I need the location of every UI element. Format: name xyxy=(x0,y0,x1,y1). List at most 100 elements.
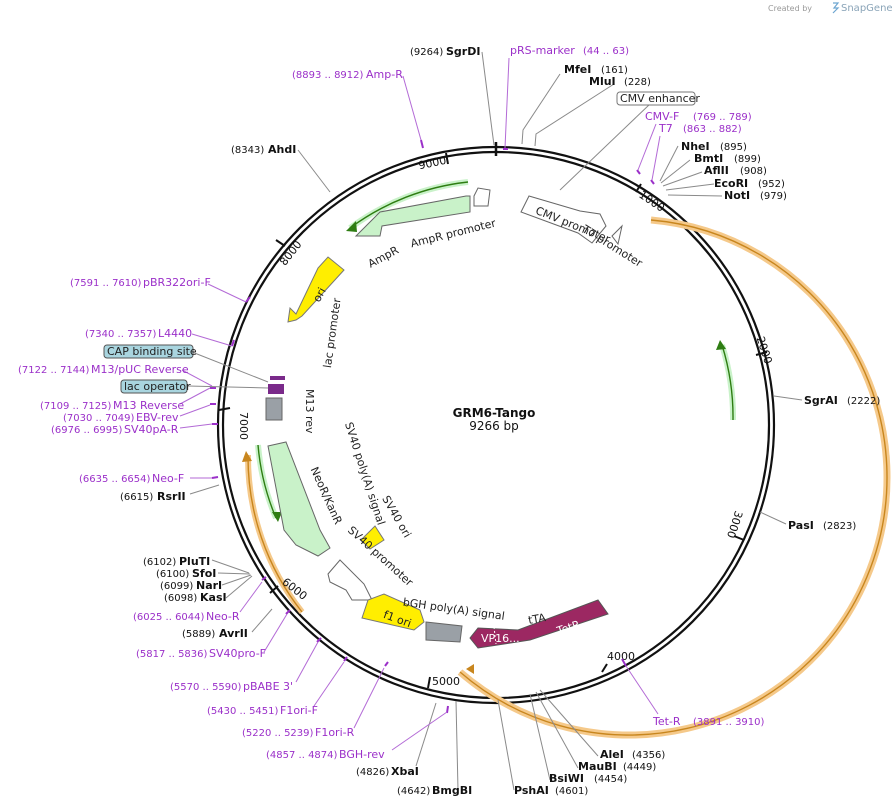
m13-rev-feature[interactable] xyxy=(268,384,284,394)
primer-pos-pbabe: (5570 .. 5590) xyxy=(170,682,242,693)
leader-pshai xyxy=(497,699,515,791)
primer-tet-r[interactable]: Tet-R xyxy=(652,715,681,728)
site-ecori[interactable]: EcoRI xyxy=(714,177,748,190)
site-rsrii[interactable]: RsrII xyxy=(157,490,186,503)
t7-promoter-arrow[interactable] xyxy=(611,224,623,246)
primer-pos-sv40pa-r: (6976 .. 6995) xyxy=(51,425,123,436)
primer-pos-neo-r: (6025 .. 6044) xyxy=(133,612,205,623)
site-pos-bmti: (899) xyxy=(734,154,761,165)
sv40-polya-feature[interactable] xyxy=(265,397,283,421)
site-nari[interactable]: NarI xyxy=(196,579,222,592)
site-nhei[interactable]: NheI xyxy=(681,140,710,153)
leader-f1ori-r xyxy=(353,667,385,729)
primer-pbr322[interactable]: pBR322ori-F xyxy=(143,276,211,289)
primer-amp-r[interactable]: Amp-R xyxy=(366,68,403,81)
neor-feature[interactable] xyxy=(267,441,331,557)
primer-cmv-f[interactable]: CMV-F xyxy=(645,110,679,123)
credit-brand: SnapGene xyxy=(841,3,893,14)
tetr-feature[interactable] xyxy=(469,599,609,649)
primer-t7[interactable]: T7 xyxy=(658,122,673,135)
primer-pos-prs-marker: (44 .. 63) xyxy=(583,46,629,57)
primer-m13-puc[interactable]: M13/pUC Reverse xyxy=(91,363,189,376)
sv40-promoter-feature[interactable] xyxy=(327,559,373,601)
site-mlui[interactable]: MluI xyxy=(589,75,616,88)
leader-kasi xyxy=(225,575,253,599)
primer-prs-marker[interactable]: pRS-marker xyxy=(510,44,575,57)
leader-cmv-enhancer xyxy=(559,103,651,191)
cmv-enhancer-box[interactable] xyxy=(616,91,696,106)
site-pos-noti: (979) xyxy=(760,191,787,202)
vp16-label: VP16... xyxy=(481,632,520,645)
leader-t7 xyxy=(651,135,661,181)
site-sfoi[interactable]: SfoI xyxy=(192,567,216,580)
site-xbai[interactable]: XbaI xyxy=(391,765,419,778)
site-pasi[interactable]: PasI xyxy=(788,519,814,532)
leader-alei xyxy=(539,689,599,757)
site-pshai[interactable]: PshAI xyxy=(514,784,549,797)
primer-neo-r[interactable]: Neo-R xyxy=(206,610,240,623)
plasmid-name: GRM6-Tango xyxy=(453,406,536,420)
site-mfei[interactable]: MfeI xyxy=(564,63,591,76)
primer-mark-pbabe xyxy=(316,637,322,643)
cap-binding-box[interactable] xyxy=(103,344,194,359)
site-pluti[interactable]: PluTI xyxy=(179,555,210,568)
lac-operator-box[interactable] xyxy=(120,379,188,394)
cmv-promoter-arrow[interactable] xyxy=(520,195,607,244)
leader-neo-r xyxy=(239,581,263,613)
orf-small-green xyxy=(719,344,737,421)
primer-m13-reverse[interactable]: M13 Reverse xyxy=(113,399,184,412)
primer-f1ori-r[interactable]: F1ori-R xyxy=(315,726,355,739)
leader-pbr322 xyxy=(207,283,247,303)
leader-bmgbi xyxy=(455,700,459,791)
lac-promoter-label: lac promoter xyxy=(321,297,344,369)
cap-binding-label: CAP binding site xyxy=(107,345,197,358)
primer-ebv-rev[interactable]: EBV-rev xyxy=(136,411,179,424)
tick-label-2000: 2000 xyxy=(754,335,775,366)
site-maubi[interactable]: MauBI xyxy=(578,760,617,773)
primer-sv40pro-f[interactable]: SV40pro-F xyxy=(209,647,266,660)
primer-neo-f[interactable]: Neo-F xyxy=(152,472,184,485)
site-sgrdi[interactable]: SgrDI xyxy=(446,45,480,58)
leader-m13-puc xyxy=(181,369,213,387)
leader-l4440 xyxy=(191,333,233,347)
primer-f1ori-f[interactable]: F1ori-F xyxy=(280,704,318,717)
cmv-enhancer-label: CMV enhancer xyxy=(620,92,700,105)
bgh-polya-feature[interactable] xyxy=(425,621,463,643)
site-pos-ecori: (952) xyxy=(758,179,785,190)
primer-pbabe[interactable]: pBABE 3' xyxy=(243,680,293,693)
site-sgrai[interactable]: SgrAI xyxy=(804,394,838,407)
primer-bgh-rev[interactable]: BGH-rev xyxy=(339,748,385,761)
tick-6000 xyxy=(269,585,279,594)
leader-amp-r xyxy=(402,75,422,141)
ampr-label: AmpR xyxy=(366,243,401,270)
site-ahdi[interactable]: AhdI xyxy=(268,143,296,156)
primer-sv40pa-r[interactable]: SV40pA-R xyxy=(124,423,179,436)
site-bsiwi[interactable]: BsiWI xyxy=(549,772,584,785)
primer-leaders xyxy=(179,57,661,751)
leader-cmv-f xyxy=(637,123,657,171)
ampr-feature[interactable] xyxy=(354,195,471,237)
site-bmti[interactable]: BmtI xyxy=(694,152,723,165)
primer-l4440[interactable]: L4440 xyxy=(158,327,192,340)
leader-prs-marker xyxy=(504,57,510,149)
site-noti[interactable]: NotI xyxy=(724,189,750,202)
site-avrii[interactable]: AvrII xyxy=(219,627,248,640)
site-alei[interactable]: AleI xyxy=(600,748,624,761)
lac-promoter-feature[interactable] xyxy=(270,376,285,380)
tick-2000 xyxy=(755,351,768,356)
site-kasi[interactable]: KasI xyxy=(200,591,227,604)
tick-marks xyxy=(218,152,768,689)
site-bmgbi[interactable]: BmgBI xyxy=(432,784,472,797)
ori-feature[interactable] xyxy=(287,256,345,323)
leader-nhei xyxy=(659,145,679,182)
t7-promoter-label: T7 promoter xyxy=(579,222,645,270)
leader-f1ori-f xyxy=(313,661,345,707)
leader-sv40pa-r xyxy=(179,423,213,429)
f1-ori-feature[interactable] xyxy=(361,593,425,631)
site-pos-bsiwi: (4454) xyxy=(594,774,627,785)
primer-pos-t7: (863 .. 882) xyxy=(683,124,742,135)
ampr-promoter-arrow[interactable] xyxy=(473,187,491,207)
site-aflii[interactable]: AflII xyxy=(704,164,729,177)
sv40-ori-feature[interactable] xyxy=(360,525,385,550)
tick-8000 xyxy=(275,239,286,247)
